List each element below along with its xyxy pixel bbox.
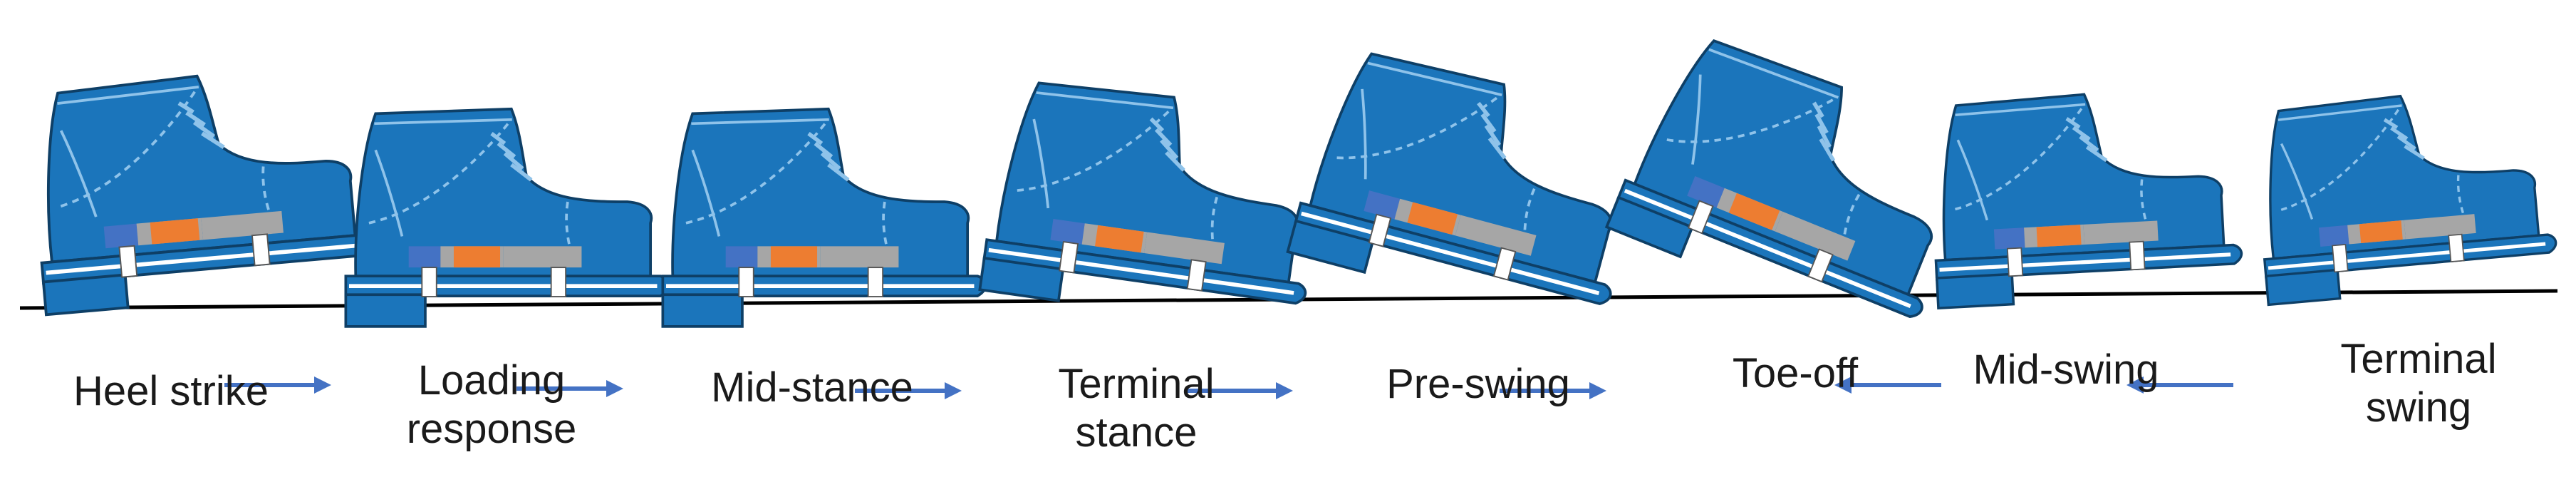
label-mid-swing: Mid-swing: [1923, 346, 2208, 394]
label-line: Terminal: [1058, 361, 1215, 407]
label-line: stance: [1075, 409, 1198, 456]
label-line: Terminal: [2340, 336, 2497, 382]
arrow-2-right: [516, 380, 623, 397]
arrow-3-right: [855, 382, 962, 399]
arrow-6-left: [1834, 376, 1941, 394]
label-line: Loading: [417, 357, 566, 404]
label-line: Mid-swing: [1973, 347, 2159, 393]
label-heel-strike: Heel strike: [28, 367, 313, 416]
label-line: Mid-stance: [711, 364, 913, 411]
label-mid-stance: Mid-stance: [670, 364, 955, 412]
boot-terminal-swing: [2251, 83, 2559, 304]
boot-mid-swing: [1928, 86, 2243, 308]
arrow-4-right: [1186, 382, 1293, 399]
label-line: Pre-swing: [1386, 361, 1570, 407]
arrow-5-right: [1500, 382, 1606, 399]
arrow-1-right: [224, 376, 331, 394]
boot-mid-stance: [663, 109, 985, 327]
label-line: response: [406, 406, 577, 452]
boot-terminal-stance: [980, 74, 1329, 334]
label-toe-off: Toe-off: [1653, 349, 1938, 398]
boot-loading-response: [346, 109, 668, 327]
label-pre-swing: Pre-swing: [1336, 360, 1621, 409]
boot-heel-strike: [26, 62, 378, 314]
boot-pre-swing: [1288, 41, 1656, 335]
label-line: Toe-off: [1732, 350, 1859, 396]
label-line: swing: [2365, 384, 2472, 431]
boot-toe-off: [1606, 25, 1988, 348]
label-line: Heel strike: [73, 368, 269, 414]
arrow-7-left: [2126, 376, 2233, 394]
